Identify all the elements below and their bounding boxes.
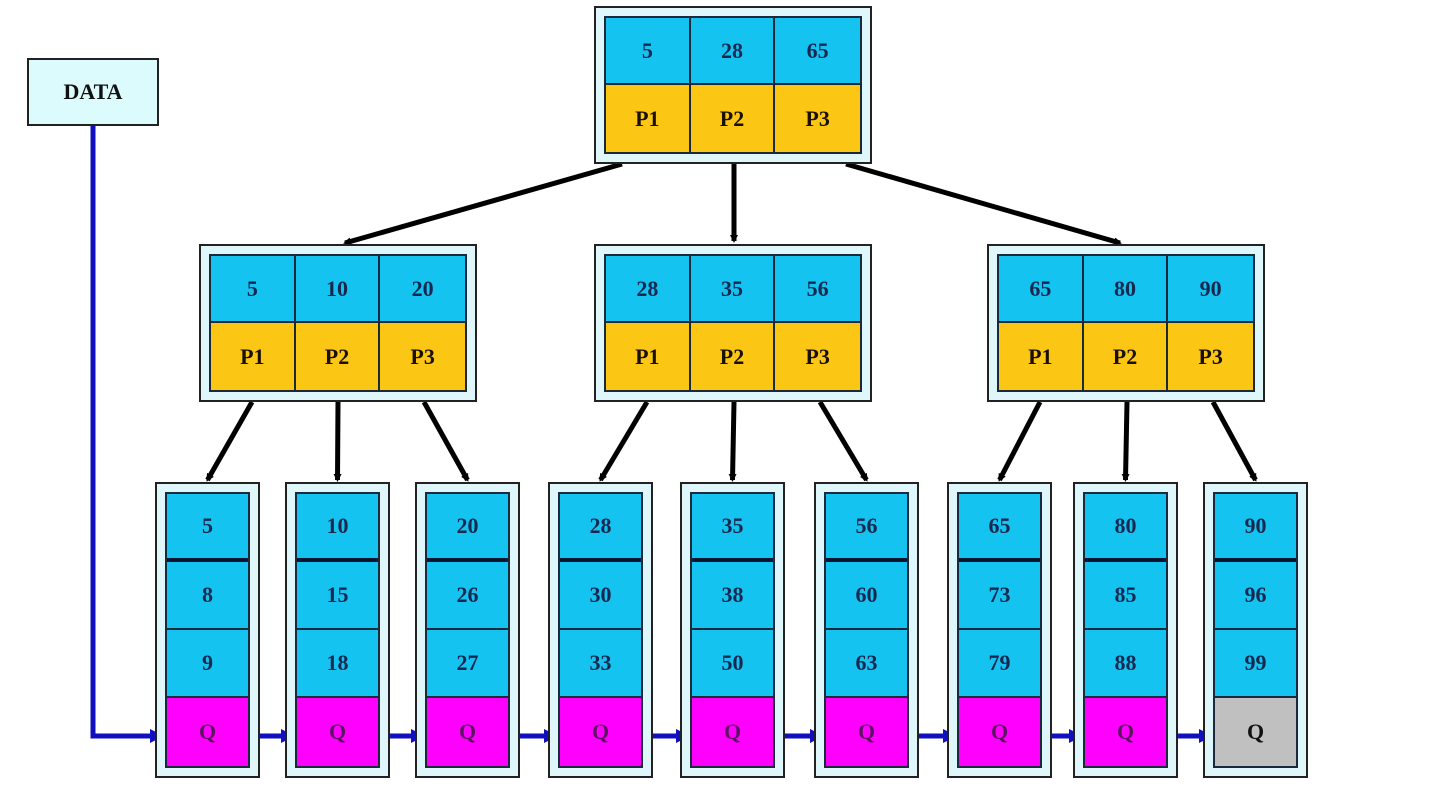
leaf-key: 8 <box>167 562 248 630</box>
leaf-key: 20 <box>427 494 508 562</box>
leaf-link-pointer: Q <box>692 698 773 766</box>
leaf-key: 15 <box>297 562 378 630</box>
leaf-key: 5 <box>167 494 248 562</box>
tree-arrow <box>1210 400 1258 482</box>
tree-arrow <box>343 161 623 246</box>
root-pointer: P3 <box>775 85 860 152</box>
tree-arrow <box>817 400 869 482</box>
leaf-key: 85 <box>1085 562 1166 630</box>
leaf-key: 73 <box>959 562 1040 630</box>
leaf-key: 35 <box>692 494 773 562</box>
leaf-key: 30 <box>560 562 641 630</box>
leaf-link-pointer: Q <box>427 698 508 766</box>
internal-pointer: P3 <box>775 323 860 390</box>
tree-arrow <box>421 400 470 482</box>
internal-pointer: P1 <box>999 323 1084 390</box>
tree-arrow <box>997 400 1043 482</box>
internal-pointer: P1 <box>211 323 296 390</box>
internal-key: 80 <box>1083 256 1169 323</box>
leaf-key: 33 <box>560 630 641 698</box>
internal-pointer: P3 <box>380 323 465 390</box>
internal-node: 65 80 90 P1 P2 P3 <box>987 244 1265 402</box>
leaf-key: 28 <box>560 494 641 562</box>
tree-arrow <box>598 400 650 482</box>
leaf-key: 9 <box>167 630 248 698</box>
leaf-link-end: Q <box>1215 698 1296 766</box>
internal-pointer: P1 <box>606 323 691 390</box>
tree-arrow <box>845 161 1122 246</box>
leaf-key: 26 <box>427 562 508 630</box>
leaf-key: 96 <box>1215 562 1296 630</box>
leaf-key: 27 <box>427 630 508 698</box>
leaf-key: 99 <box>1215 630 1296 698</box>
data-link-arrow <box>90 126 164 743</box>
internal-node: 5 10 20 P1 P2 P3 <box>199 244 477 402</box>
internal-key: 90 <box>1168 256 1253 323</box>
root-pointer: P1 <box>606 85 691 152</box>
tree-arrow <box>728 401 737 482</box>
internal-key: 10 <box>295 256 381 323</box>
leaf-link-pointer: Q <box>297 698 378 766</box>
root-key: 5 <box>606 18 691 85</box>
leaf-link-pointer: Q <box>959 698 1040 766</box>
leaf-key: 38 <box>692 562 773 630</box>
leaf-key: 63 <box>826 630 907 698</box>
internal-pointer: P2 <box>690 323 776 390</box>
internal-key: 20 <box>380 256 465 323</box>
root-key: 65 <box>775 18 860 85</box>
leaf-key: 88 <box>1085 630 1166 698</box>
internal-pointer: P2 <box>295 323 381 390</box>
leaf-link-pointer: Q <box>167 698 248 766</box>
leaf-key: 79 <box>959 630 1040 698</box>
leaf-link-pointer: Q <box>560 698 641 766</box>
internal-key: 56 <box>775 256 860 323</box>
tree-arrow <box>205 400 255 482</box>
root-pointer: P2 <box>690 85 776 152</box>
leaf-key: 80 <box>1085 494 1166 562</box>
leaf-key: 65 <box>959 494 1040 562</box>
internal-key: 28 <box>606 256 691 323</box>
tree-arrow <box>1121 401 1130 482</box>
leaf-key: 60 <box>826 562 907 630</box>
internal-key: 5 <box>211 256 296 323</box>
internal-key: 65 <box>999 256 1084 323</box>
leaf-link-pointer: Q <box>1085 698 1166 766</box>
internal-pointer: P2 <box>1083 323 1169 390</box>
leaf-key: 90 <box>1215 494 1296 562</box>
leaf-key: 50 <box>692 630 773 698</box>
data-entry-box: DATA <box>27 58 159 126</box>
root-node: 5 28 65 P1 P2 P3 <box>594 6 872 164</box>
internal-key: 35 <box>690 256 776 323</box>
internal-node: 28 35 56 P1 P2 P3 <box>594 244 872 402</box>
tree-arrow <box>333 401 342 482</box>
root-key: 28 <box>690 18 776 85</box>
internal-pointer: P3 <box>1168 323 1253 390</box>
leaf-key: 10 <box>297 494 378 562</box>
leaf-key: 56 <box>826 494 907 562</box>
leaf-key: 18 <box>297 630 378 698</box>
leaf-link-pointer: Q <box>826 698 907 766</box>
